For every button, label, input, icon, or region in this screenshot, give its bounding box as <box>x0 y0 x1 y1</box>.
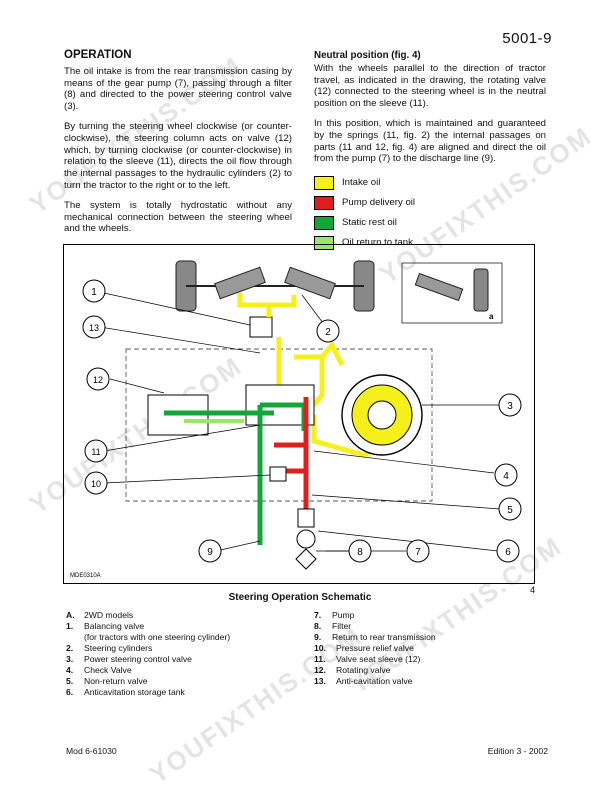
footer-edition: Edition 3 - 2002 <box>487 746 548 756</box>
callout-5: 5 <box>498 497 522 521</box>
callout-7: 7 <box>406 539 430 563</box>
page-number: 5001-9 <box>502 30 552 47</box>
list-item: 5.Non-return valve <box>66 676 148 686</box>
parts-list-left: A.2WD models 1.Balancing valve (for trac… <box>66 610 306 698</box>
list-item: A.2WD models <box>66 610 134 620</box>
callout-9: 9 <box>198 539 222 563</box>
list-item: 13.Anti-cavitation valve <box>314 676 413 686</box>
legend-swatch <box>314 196 334 211</box>
pump-rotor <box>341 374 423 456</box>
pressure-relief-valve <box>269 466 287 482</box>
legend-swatch <box>314 176 334 191</box>
filter <box>297 508 315 528</box>
figure-caption: Steering Operation Schematic <box>228 592 372 603</box>
legend-label: Pump delivery oil <box>342 197 416 209</box>
callout-8: 8 <box>348 539 372 563</box>
list-item: 7.Pump <box>314 610 355 620</box>
svg-text:1: 1 <box>91 287 97 298</box>
paragraph: By turning the steering wheel clockwise … <box>64 120 292 191</box>
callout-2: 2 <box>316 319 340 343</box>
list-item: 2.Steering cylinders <box>66 643 153 653</box>
legend-label: Intake oil <box>342 177 381 189</box>
figure-number: 4 <box>530 585 536 595</box>
list-item: 9.Return to rear transmission <box>314 632 436 642</box>
footer-model: Mod 6-61030 <box>66 746 117 756</box>
balancing-valve <box>249 316 273 338</box>
inset-2wd: a <box>401 262 503 324</box>
callout-11: 11 <box>84 439 108 463</box>
intake-strainer <box>295 548 317 570</box>
subsection-title: Neutral position (fig. 4) <box>314 50 421 61</box>
svg-text:8: 8 <box>357 547 363 558</box>
callout-3: 3 <box>498 393 522 417</box>
list-item: 4.Check Valve <box>66 665 132 675</box>
parts-list-right: 7.Pump 8.Filter 9.Return to rear transmi… <box>314 610 554 687</box>
list-item: 1.Balancing valve (for tractors with one… <box>66 621 231 642</box>
gear-pump <box>296 529 316 549</box>
diagram-code: MDE0310A <box>70 573 101 579</box>
callout-10: 10 <box>84 471 108 495</box>
callout-4: 4 <box>494 463 518 487</box>
steering-schematic: a <box>63 244 535 584</box>
svg-text:4: 4 <box>503 471 509 482</box>
list-item: 11.Valve seat sleeve (12) <box>314 654 421 664</box>
callout-13: 13 <box>82 315 106 339</box>
svg-text:13: 13 <box>89 323 99 333</box>
schematic-drawing: a <box>70 260 522 579</box>
svg-text:3: 3 <box>507 401 513 412</box>
paragraph: The system is totally hydrostatic withou… <box>64 199 292 235</box>
paragraph: With the wheels parallel to the directio… <box>314 62 546 110</box>
legend-item: Intake oil <box>314 173 546 193</box>
callout-1: 1 <box>82 279 106 303</box>
svg-text:11: 11 <box>91 447 100 457</box>
list-item: 10.Pressure relief valve <box>314 643 414 653</box>
callout-6: 6 <box>496 539 520 563</box>
legend-swatch <box>314 236 334 251</box>
section-title: OPERATION <box>64 49 132 61</box>
svg-text:7: 7 <box>415 547 421 558</box>
right-column: Neutral position (fig. 4) With the wheel… <box>314 50 546 253</box>
list-item: 3.Power steering control valve <box>66 654 192 664</box>
inset-label: a <box>489 312 494 321</box>
list-item: 6.Anticavitation storage tank <box>66 687 185 697</box>
svg-text:5: 5 <box>507 505 513 516</box>
legend-item: Static rest oil <box>314 213 546 233</box>
paragraph: In this position, which is maintained an… <box>314 117 546 165</box>
left-column: OPERATION The oil intake is from the rea… <box>64 49 292 243</box>
steering-cylinders <box>214 266 336 300</box>
svg-text:12: 12 <box>93 375 103 385</box>
svg-text:6: 6 <box>505 547 511 558</box>
legend-item: Pump delivery oil <box>314 193 546 213</box>
list-item: 8.Filter <box>314 621 352 631</box>
callout-12: 12 <box>86 367 110 391</box>
callout-leaders <box>99 292 501 552</box>
paragraph: The oil intake is from the rear transmis… <box>64 65 292 113</box>
color-legend: Intake oil Pump delivery oil Static rest… <box>314 173 546 253</box>
callouts: 1 2 3 4 5 6 7 8 9 10 11 12 13 <box>82 279 522 563</box>
legend-label: Oil return to tank <box>342 237 413 249</box>
svg-text:2: 2 <box>325 327 331 338</box>
svg-text:10: 10 <box>91 479 101 489</box>
list-item: 12.Rotating valve <box>314 665 391 675</box>
legend-item: Oil return to tank <box>314 233 546 253</box>
legend-swatch <box>314 216 334 231</box>
legend-label: Static rest oil <box>342 217 397 229</box>
pump-delivery-lines <box>274 397 309 513</box>
svg-text:9: 9 <box>207 547 213 558</box>
